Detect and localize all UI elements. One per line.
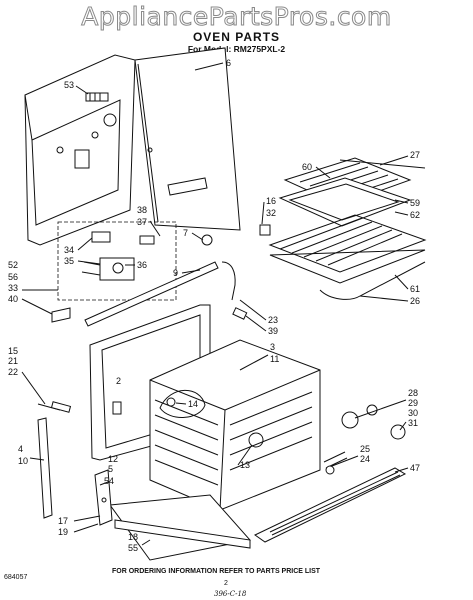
part-label-56: 56 (8, 272, 18, 282)
part-label-28: 28 (408, 388, 418, 398)
part-label-55: 55 (128, 543, 138, 553)
part-label-5: 5 (108, 464, 113, 474)
part-label-4: 4 (18, 444, 23, 454)
top-trim-strip (84, 261, 219, 327)
diagram-title: OVEN PARTS (192, 30, 281, 44)
part-label-19: 19 (58, 527, 68, 537)
part-label-29: 29 (408, 398, 418, 408)
part-label-6: 6 (226, 58, 231, 68)
part-label-37: 37 (137, 217, 147, 227)
page-number: 2 (224, 580, 228, 587)
handwritten-note: 396-C-18 (214, 590, 247, 598)
part-label-11: 11 (270, 354, 279, 364)
part-label-30: 30 (408, 408, 418, 418)
bracket-40 (51, 307, 71, 323)
part-label-25: 25 (360, 444, 370, 454)
part-label-17: 17 (58, 516, 68, 526)
oven-rack (268, 214, 427, 300)
back-cover-panel (134, 47, 241, 231)
part-label-15: 15 (8, 346, 18, 356)
broil-pan (278, 157, 426, 227)
side-strip (37, 417, 53, 519)
part-label-39: 39 (268, 326, 278, 336)
burner-valve-assembly (323, 404, 406, 475)
leader-lines (21, 62, 409, 546)
part-label-14: 14 (188, 399, 198, 409)
part-label-36: 36 (137, 260, 147, 270)
part-label-3: 3 (270, 342, 275, 352)
part-label-35: 35 (64, 256, 74, 266)
part-label-22: 22 (8, 367, 18, 377)
oven-cavity (149, 339, 321, 511)
part-label-7: 7 (183, 228, 188, 238)
part-label-31: 31 (408, 418, 418, 428)
rear-insulation-panel (24, 54, 136, 246)
thermostat-assembly (81, 231, 155, 281)
part-label-24: 24 (360, 454, 370, 464)
vent-grille (254, 467, 407, 543)
control-group-outline (57, 221, 177, 301)
part-label-47: 47 (410, 463, 420, 473)
part-label-60: 60 (302, 162, 312, 172)
fitting-39 (232, 307, 248, 320)
part-label-61: 61 (410, 284, 420, 294)
part-label-18: 18 (128, 532, 138, 542)
door-hinge (94, 469, 113, 526)
bottom-trim-strip (114, 519, 251, 549)
part-label-2: 2 (116, 376, 121, 386)
gas-hose (221, 261, 236, 301)
part-label-23: 23 (268, 315, 278, 325)
part-label-27: 27 (410, 150, 420, 160)
watermark: AppliancePartsPros.com (81, 2, 392, 32)
clip-16 (259, 224, 271, 236)
switch-2 (112, 401, 122, 415)
part-label-38: 38 (137, 205, 147, 215)
part-label-9: 9 (173, 268, 178, 278)
part-label-13: 13 (240, 460, 250, 470)
knob-7 (201, 234, 213, 246)
part-label-32: 32 (266, 208, 276, 218)
part-label-21: 21 (8, 356, 18, 366)
part-label-52: 52 (8, 260, 18, 270)
diagram-code: 684057 (4, 574, 28, 581)
part-label-10: 10 (18, 456, 28, 466)
part-label-12: 12 (108, 454, 118, 464)
part-number-labels: 53 6 60 27 59 62 16 32 38 37 7 34 35 36 … (8, 58, 420, 553)
part-label-33: 33 (8, 283, 18, 293)
model-subtitle: For Model: RM275PXL-2 (187, 44, 286, 54)
part-label-53: 53 (64, 80, 74, 90)
part-label-62: 62 (410, 210, 420, 220)
part-label-40: 40 (8, 294, 18, 304)
ordering-instruction: FOR ORDERING INFORMATION REFER TO PARTS … (112, 568, 321, 575)
part-label-54: 54 (104, 476, 114, 486)
terminal-block (85, 92, 109, 102)
part-label-26: 26 (410, 296, 420, 306)
part-label-16: 16 (266, 196, 276, 206)
part-label-59: 59 (410, 198, 420, 208)
part-label-34: 34 (64, 245, 74, 255)
